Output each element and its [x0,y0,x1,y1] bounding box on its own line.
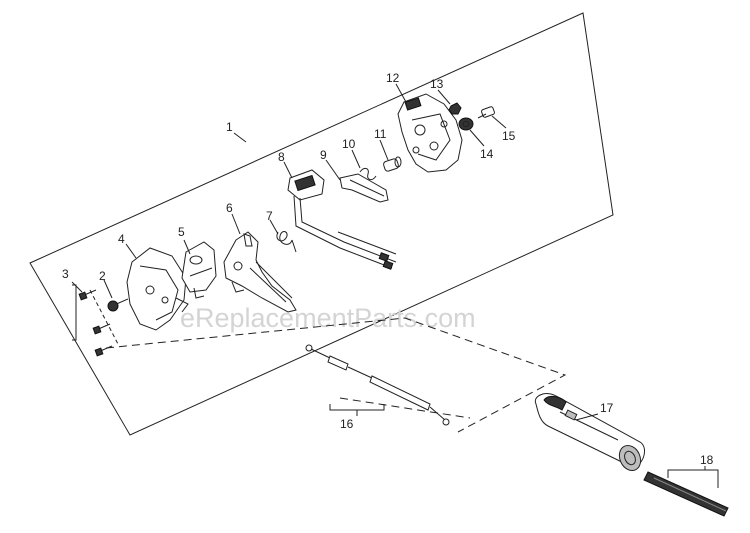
part-10-spring [359,167,377,181]
callout-1: 1 [226,120,233,134]
callout-2: 2 [99,269,106,283]
callout-9: 9 [320,148,327,162]
part-3-screws [78,289,113,357]
callout-bracket-3 [72,284,77,341]
callout-12: 12 [386,71,400,85]
dashed-line-part3 [89,289,119,345]
part-7-spring [276,231,297,253]
watermark: eReplacementParts.com [180,303,476,333]
callout-11: 11 [374,127,387,141]
callout-14: 14 [480,147,494,161]
part-18-shaft [643,471,729,517]
part-5-bracket [181,241,217,299]
callout-6: 6 [226,201,233,215]
part-4-cover [126,247,189,331]
callout-8: 8 [278,150,285,164]
part-17-handle [534,393,645,472]
part-14-spring [458,117,474,131]
part-6-throttle-lever [223,231,297,313]
part-9-trigger [339,173,389,203]
part-11-pin [383,156,402,172]
callout-10: 10 [342,137,356,151]
callout-4: 4 [118,232,125,246]
part-2-screw [107,298,129,312]
leader-lines [71,83,599,421]
callout-3: 3 [62,267,69,281]
callout-5: 5 [178,225,185,239]
dashed-assembly-line-bottom [339,397,471,419]
callout-bracket-16 [329,404,385,416]
part-16-cable [305,344,450,426]
callout-bracket-18 [667,466,719,488]
part-12-housing [397,93,463,173]
callout-7: 7 [266,209,273,223]
part-13-nut [448,102,462,115]
dashed-assembly-line-top [105,317,567,433]
callout-17: 17 [600,401,614,415]
callout-13: 13 [430,77,444,91]
assembly-frame [29,12,614,436]
callout-15: 15 [502,129,516,143]
part-8-switch [287,169,397,270]
callout-16: 16 [340,417,354,431]
callout-18: 18 [700,453,714,467]
part-15-screw [477,106,495,119]
